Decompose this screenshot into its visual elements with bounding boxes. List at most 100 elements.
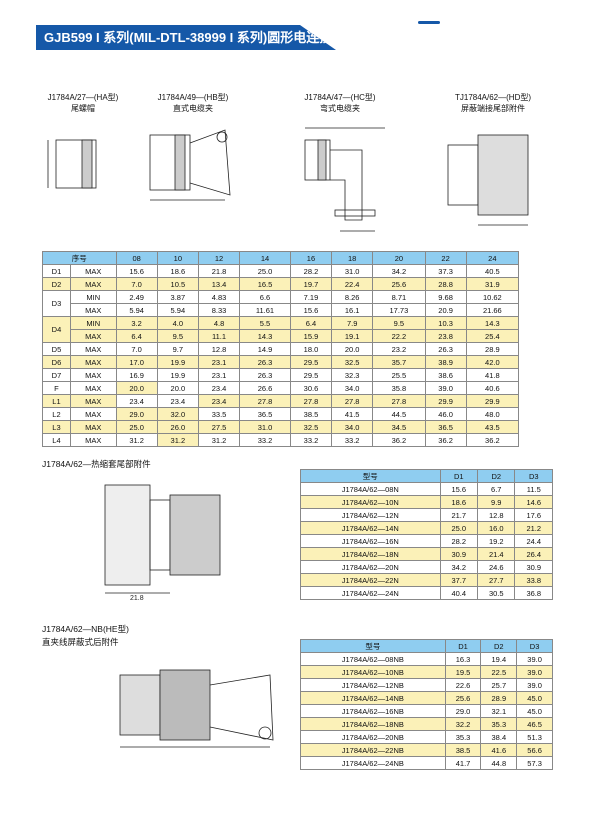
value-cell: 37.3 xyxy=(424,264,467,278)
value-cell: 6.6 xyxy=(239,290,291,304)
value-cell: 43.5 xyxy=(465,420,520,434)
value-cell: 12.8 xyxy=(477,508,516,522)
value-cell: 12.8 xyxy=(197,342,241,356)
size-header: 08 xyxy=(115,251,158,265)
value-cell: 44.8 xyxy=(480,756,518,770)
value-cell: 40.4 xyxy=(439,586,479,600)
value-cell: 9.7 xyxy=(156,342,199,356)
header-cell: D2 xyxy=(480,639,518,653)
value-cell: 15.9 xyxy=(289,329,333,343)
value-cell: 25.5 xyxy=(372,368,426,382)
nb-label: J1784A/62—NB(HE型) xyxy=(42,624,129,634)
value-cell: 28.9 xyxy=(480,691,518,705)
value-cell: 16.0 xyxy=(477,521,516,535)
accessory-drawings xyxy=(47,127,529,232)
dimension-cell: D6 xyxy=(42,355,71,369)
value-cell: 32.2 xyxy=(444,717,482,731)
value-cell: 17.73 xyxy=(372,303,426,317)
value-cell: 9.5 xyxy=(372,316,426,330)
value-cell: 32.1 xyxy=(480,704,518,718)
value-cell: 25.0 xyxy=(115,420,158,434)
limit-cell: MAX xyxy=(69,355,117,369)
value-cell: 42.0 xyxy=(465,355,520,369)
value-cell: 23.4 xyxy=(197,394,241,408)
value-cell: 21.8 xyxy=(197,264,241,278)
value-cell: 39.0 xyxy=(424,381,467,395)
limit-cell: MAX xyxy=(69,368,117,382)
model-cell: J1784A/62—16N xyxy=(300,534,441,548)
model-cell: J1784A/62—14N xyxy=(300,521,441,535)
model-cell: J1784A/62—24NB xyxy=(300,756,446,770)
value-cell: 26.3 xyxy=(239,355,291,369)
model-cell: J1784A/62—24N xyxy=(300,586,441,600)
model-cell: J1784A/62—08NB xyxy=(300,652,446,666)
value-cell: 23.1 xyxy=(197,355,241,369)
value-cell: 56.6 xyxy=(516,743,553,757)
value-cell: 21.66 xyxy=(465,303,520,317)
value-cell: 34.2 xyxy=(372,264,426,278)
dimension-cell: L2 xyxy=(42,407,71,421)
value-cell: 29.0 xyxy=(444,704,482,718)
value-cell: 38.6 xyxy=(424,368,467,382)
value-cell: 45.0 xyxy=(516,691,553,705)
value-cell: 25.6 xyxy=(372,277,426,291)
value-cell: 37.7 xyxy=(439,573,479,587)
value-cell: 14.3 xyxy=(239,329,291,343)
accessory-caption-hd: TJ1784A/62—(HD型)屏蔽端接尾部附件 xyxy=(454,93,532,113)
model-cell: J1784A/62—08N xyxy=(300,482,441,496)
value-cell: 38.9 xyxy=(424,355,467,369)
value-cell: 26.3 xyxy=(239,368,291,382)
header-cell: D1 xyxy=(444,639,482,653)
value-cell: 23.4 xyxy=(115,394,158,408)
value-cell: 30.6 xyxy=(289,381,333,395)
header-cell: 型号 xyxy=(300,469,441,483)
value-cell: 33.2 xyxy=(289,433,333,447)
value-cell: 22.6 xyxy=(444,678,482,692)
value-cell: 16.9 xyxy=(115,368,158,382)
value-cell: 10.5 xyxy=(156,277,199,291)
value-cell: 9.9 xyxy=(477,495,516,509)
value-cell: 19.4 xyxy=(480,652,518,666)
model-cell: J1784A/62—18NB xyxy=(300,717,446,731)
value-cell: 27.8 xyxy=(331,394,374,408)
limit-cell: MAX xyxy=(69,381,117,395)
value-cell: 41.8 xyxy=(465,368,520,382)
value-cell: 5.5 xyxy=(239,316,291,330)
accessory-caption-hc: J1784A/47—(HC型)弯式电缆夹 xyxy=(304,93,376,113)
model-cell: J1784A/62—12N xyxy=(300,508,441,522)
value-cell: 23.4 xyxy=(197,381,241,395)
value-cell: 46.0 xyxy=(424,407,467,421)
value-cell: 36.8 xyxy=(514,586,553,600)
value-cell: 16.3 xyxy=(444,652,482,666)
model-cell: J1784A/62—20NB xyxy=(300,730,446,744)
value-cell: 19.9 xyxy=(156,368,199,382)
value-cell: 18.6 xyxy=(439,495,479,509)
value-cell: 2.49 xyxy=(115,290,158,304)
value-cell: 22.4 xyxy=(331,277,374,291)
value-cell: 14.9 xyxy=(239,342,291,356)
value-cell: 11.61 xyxy=(239,303,291,317)
value-cell: 36.2 xyxy=(424,433,467,447)
value-cell: 15.6 xyxy=(115,264,158,278)
value-cell: 31.2 xyxy=(156,433,199,447)
value-cell: 19.2 xyxy=(477,534,516,548)
size-header: 18 xyxy=(331,251,374,265)
value-cell: 9.5 xyxy=(156,329,199,343)
decorative-mark xyxy=(418,21,440,24)
value-cell: 39.0 xyxy=(516,678,553,692)
size-header: 14 xyxy=(239,251,291,265)
dimension-label: 21.8 xyxy=(130,595,144,602)
dimension-cell: L4 xyxy=(42,433,71,447)
value-cell: 22.5 xyxy=(480,665,518,679)
value-cell: 19.7 xyxy=(289,277,333,291)
value-cell: 14.3 xyxy=(465,316,520,330)
